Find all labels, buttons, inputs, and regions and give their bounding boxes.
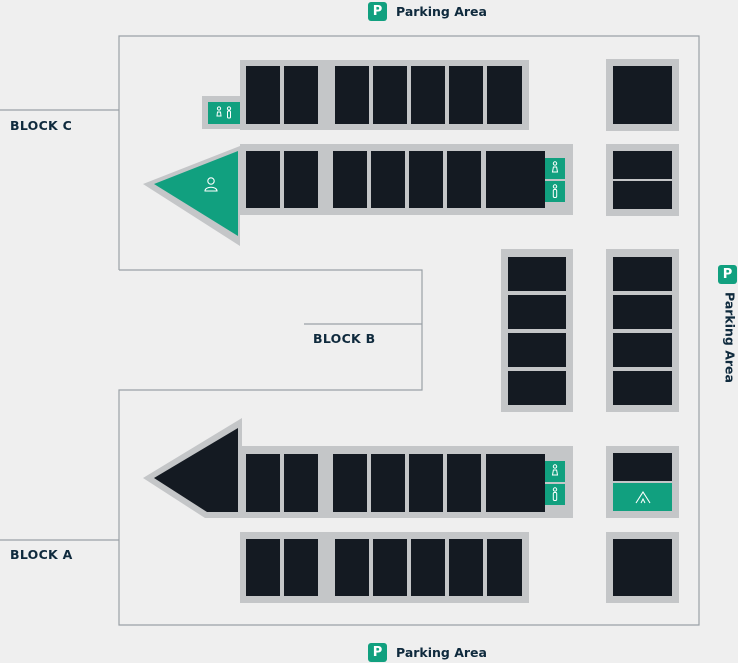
tent-icon[interactable]: [613, 483, 672, 511]
stall-unit[interactable]: [409, 151, 443, 208]
male-restroom-icon[interactable]: [545, 484, 565, 505]
parking-icon: P: [368, 643, 387, 662]
parking-icon: P: [368, 2, 387, 21]
stall-unit[interactable]: [508, 295, 566, 329]
stall-unit[interactable]: [284, 151, 318, 208]
stall-unit[interactable]: [284, 66, 318, 124]
stall-unit[interactable]: [246, 66, 280, 124]
stall-unit[interactable]: [411, 539, 445, 596]
stall-unit[interactable]: [613, 453, 672, 481]
stall-unit[interactable]: [373, 539, 407, 596]
parking-area-label: Parking Area: [396, 645, 487, 660]
stall-unit[interactable]: [284, 454, 318, 512]
stall-unit[interactable]: [371, 454, 405, 512]
stall-unit[interactable]: [487, 66, 522, 124]
block-c-label: BLOCK C: [10, 118, 73, 133]
stall-unit[interactable]: [409, 454, 443, 512]
male-restroom-icon[interactable]: [545, 181, 565, 202]
restroom-icon[interactable]: [208, 102, 240, 124]
stall-unit[interactable]: [449, 66, 483, 124]
parking-area-bottom[interactable]: P Parking Area: [368, 643, 487, 662]
parking-area-top[interactable]: P Parking Area: [368, 2, 487, 21]
stall-unit-large[interactable]: [486, 454, 545, 512]
stall-unit[interactable]: [246, 151, 280, 208]
stall-unit[interactable]: [447, 454, 481, 512]
stall-unit[interactable]: [449, 539, 483, 596]
parking-icon: P: [718, 265, 737, 284]
block-c-arrow-head: [154, 151, 238, 236]
stall-unit[interactable]: [333, 454, 367, 512]
stall-unit[interactable]: [447, 151, 481, 208]
stall-unit[interactable]: [613, 371, 672, 405]
female-restroom-icon[interactable]: [545, 461, 565, 482]
stall-unit[interactable]: [335, 539, 369, 596]
block-a-arrow-head: [154, 428, 238, 512]
stall-unit-large[interactable]: [486, 151, 545, 208]
stall-unit[interactable]: [371, 151, 405, 208]
stall-unit[interactable]: [246, 539, 280, 596]
stall-unit[interactable]: [613, 333, 672, 367]
parking-area-label: Parking Area: [396, 4, 487, 19]
stall-unit[interactable]: [613, 539, 672, 596]
stall-unit[interactable]: [613, 257, 672, 291]
stall-unit[interactable]: [333, 151, 367, 208]
stall-unit[interactable]: [613, 66, 672, 124]
stall-unit[interactable]: [508, 257, 566, 291]
stall-unit[interactable]: [508, 333, 566, 367]
stall-unit[interactable]: [335, 66, 369, 124]
block-b-label: BLOCK B: [313, 331, 376, 346]
stall-unit[interactable]: [284, 539, 318, 596]
stall-unit[interactable]: [613, 151, 672, 179]
block-a-label: BLOCK A: [10, 547, 73, 562]
stall-unit[interactable]: [246, 454, 280, 512]
stall-unit[interactable]: [487, 539, 522, 596]
stall-unit[interactable]: [373, 66, 407, 124]
stall-unit[interactable]: [411, 66, 445, 124]
parking-area-right[interactable]: P Parking Area: [718, 265, 738, 383]
stall-unit[interactable]: [508, 371, 566, 405]
stall-unit[interactable]: [613, 181, 672, 209]
parking-area-label: Parking Area: [722, 292, 738, 383]
person-icon[interactable]: [200, 174, 222, 196]
stall-unit[interactable]: [613, 295, 672, 329]
female-restroom-icon[interactable]: [545, 158, 565, 179]
